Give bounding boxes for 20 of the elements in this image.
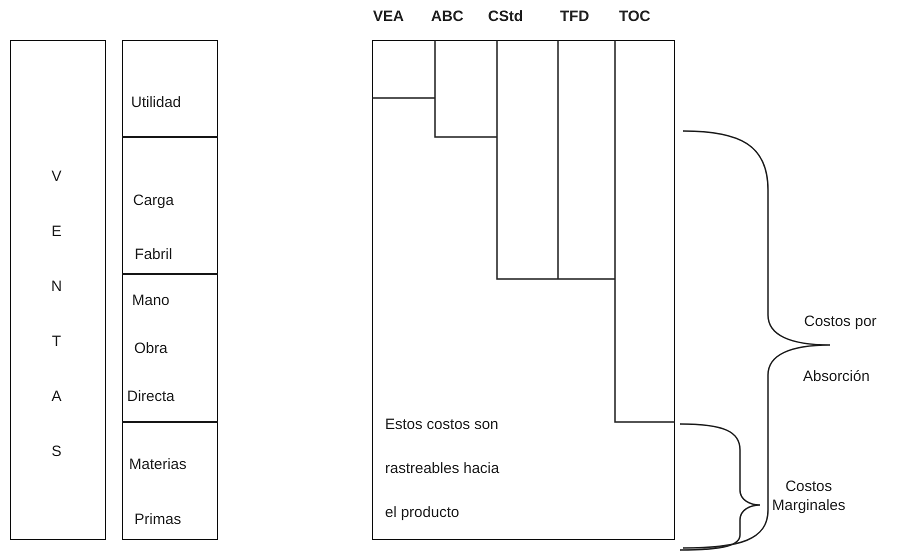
cost-section	[122, 40, 218, 137]
cost-panel	[372, 40, 675, 540]
column-header: TOC	[619, 8, 650, 25]
cost-section	[122, 422, 218, 540]
section-label: Carga Fabril	[133, 191, 174, 265]
column-header: VEA	[373, 8, 404, 25]
cost-section	[122, 137, 218, 274]
description-text: Estos costos son rastreables hacia el producto	[385, 415, 500, 523]
section-label: Materias Primas	[129, 455, 187, 530]
brace-label: Costos Marginales	[772, 477, 846, 515]
section-label: Utilidad	[131, 93, 182, 113]
column-header: ABC	[431, 8, 464, 25]
column-header: TFD	[560, 8, 590, 25]
brace-label: Absorción	[803, 368, 870, 385]
sales-column	[10, 40, 106, 540]
brace-label: Costos por	[804, 313, 877, 330]
section-label: Mano Obra Directa	[127, 291, 174, 407]
vertical-label: VENTAS	[50, 167, 63, 462]
cost-section	[122, 274, 218, 422]
column-header: CStd	[488, 8, 523, 25]
